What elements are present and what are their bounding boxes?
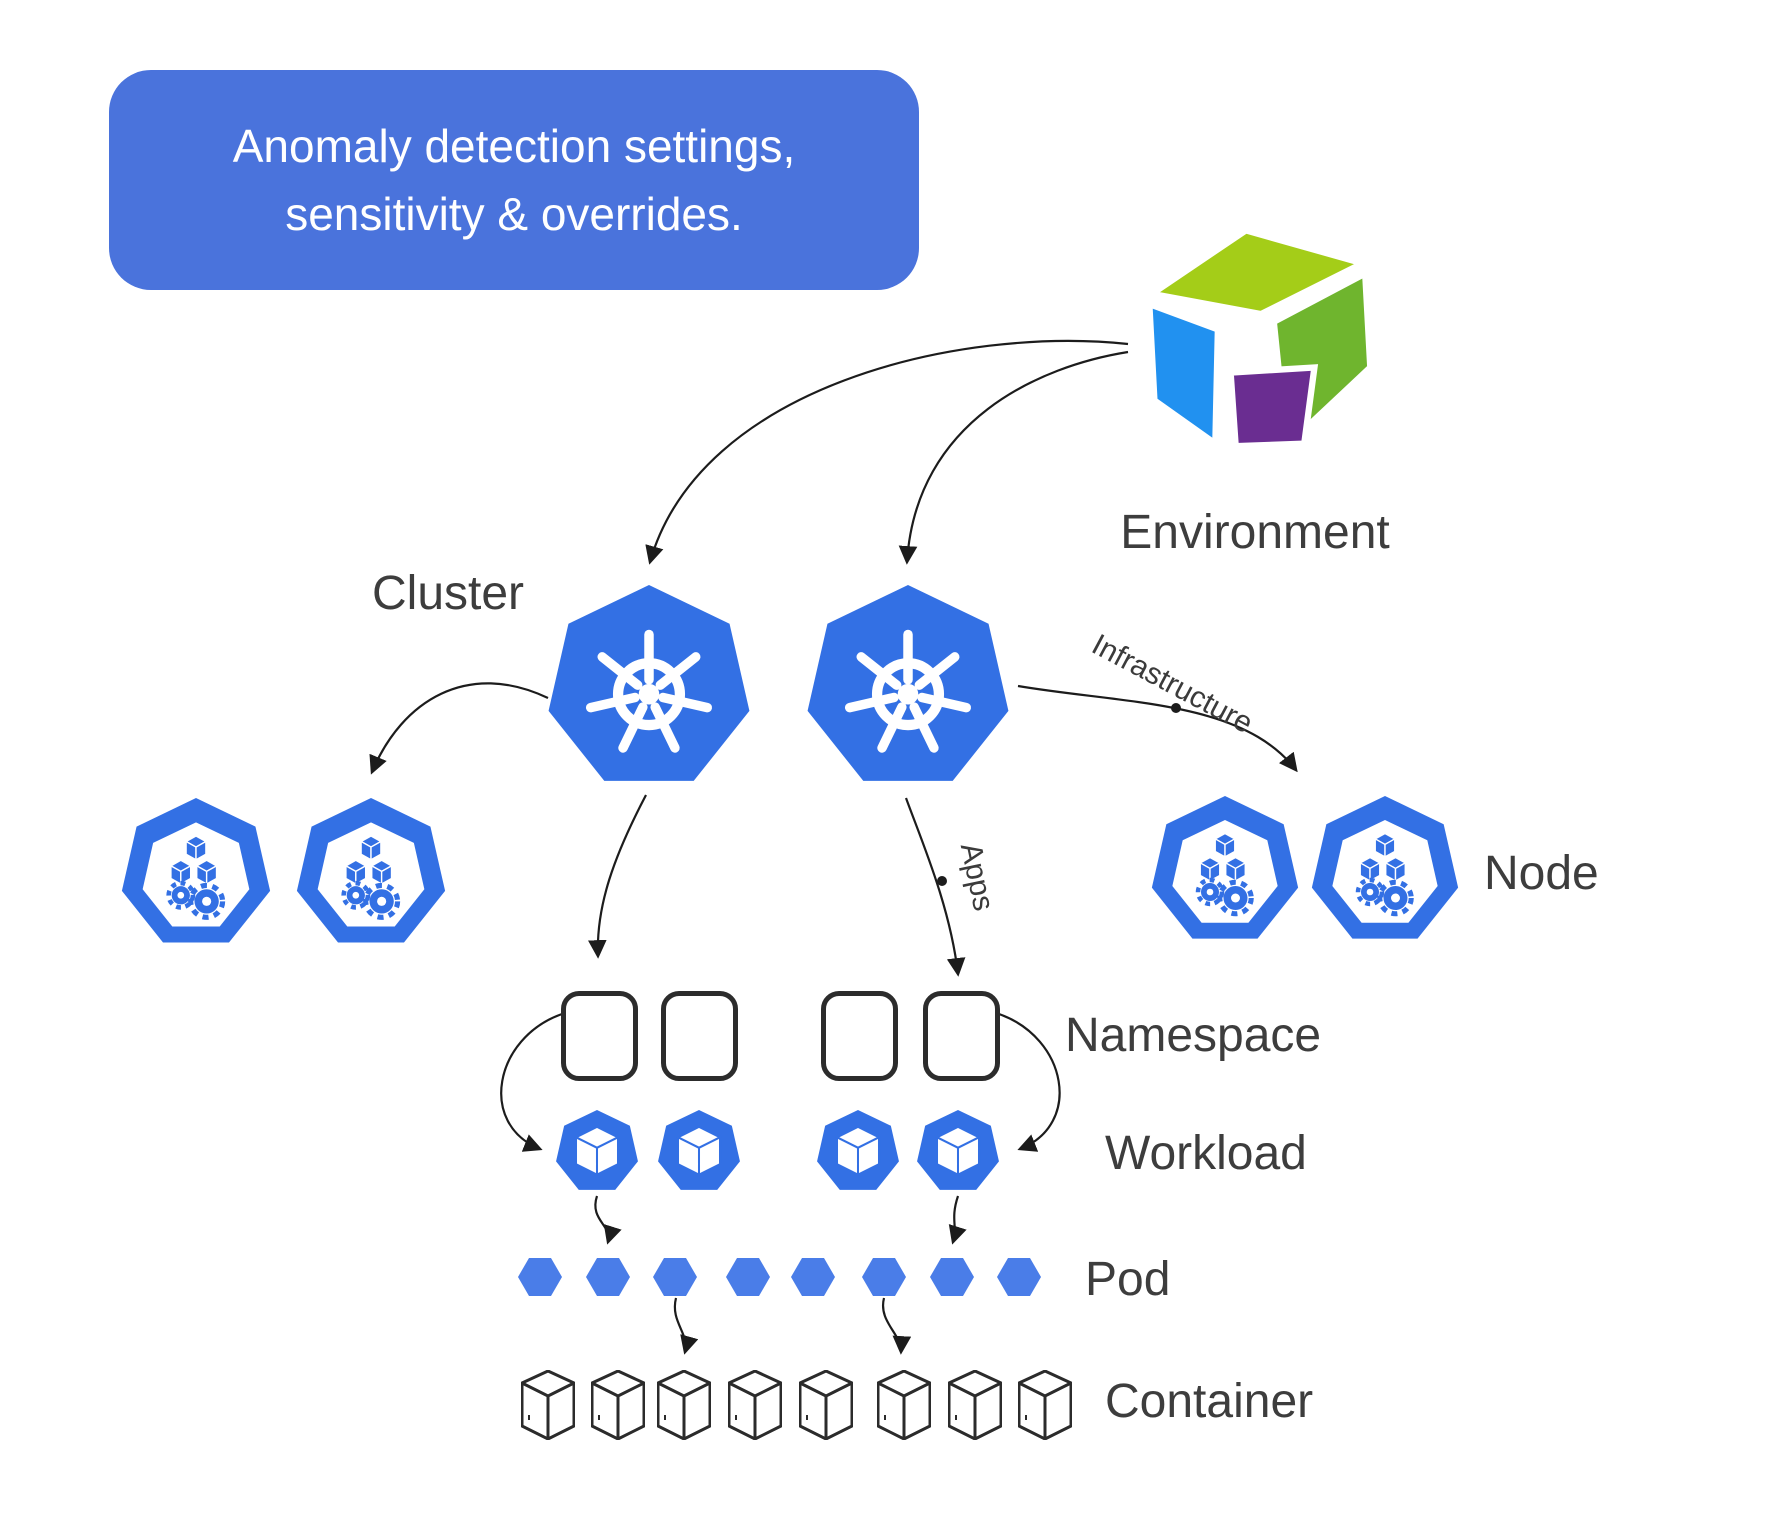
container-icon <box>521 1370 575 1440</box>
edge-workload1-to-pod <box>594 1195 622 1245</box>
container-icon <box>1018 1370 1072 1440</box>
pod-icon <box>653 1258 697 1296</box>
node-label: Node <box>1484 847 1599 900</box>
edge-pod6-to-container <box>881 1297 912 1355</box>
edge-cluster2-apps-to-namespace <box>904 797 966 977</box>
environment-icon <box>1128 210 1384 464</box>
namespace-box <box>923 991 1000 1081</box>
kubernetes-cluster-icon <box>805 585 1011 791</box>
pod-icon <box>930 1258 974 1296</box>
annotation-line-2: sensitivity & overrides. <box>285 188 743 240</box>
container-icon <box>948 1370 1002 1440</box>
pod-icon <box>997 1258 1041 1296</box>
edge-environment-to-cluster2 <box>898 350 1129 565</box>
node-icon <box>295 798 447 950</box>
edge-pod3-to-container <box>673 1297 699 1355</box>
pod-icon <box>518 1258 562 1296</box>
workload-icon <box>555 1110 639 1191</box>
edge-cluster1-to-namespace <box>588 794 647 959</box>
container-icon <box>728 1370 782 1440</box>
namespace-box <box>661 991 738 1081</box>
container-label: Container <box>1105 1375 1314 1428</box>
workload-label: Workload <box>1105 1127 1307 1180</box>
pod-icon <box>586 1258 630 1296</box>
annotation-callout: Anomaly detection settings, sensitivity … <box>109 70 919 290</box>
container-icon <box>591 1370 645 1440</box>
node-icon <box>1310 796 1460 946</box>
namespace-box <box>821 991 898 1081</box>
namespace-label: Namespace <box>1065 1009 1322 1062</box>
edge-dot-apps <box>937 876 947 886</box>
workload-icon <box>916 1110 1000 1191</box>
edge-cluster1-to-node <box>369 682 549 775</box>
edge-cluster2-infrastructure-to-node <box>1017 684 1298 773</box>
node-icon <box>1150 796 1300 946</box>
node-icon <box>120 798 272 950</box>
edge-namespace1-to-workload1 <box>500 1012 563 1152</box>
workload-icon <box>816 1110 900 1191</box>
pod-icon <box>862 1258 906 1296</box>
annotation-line-1: Anomaly detection settings, <box>232 120 796 172</box>
pod-icon <box>791 1258 835 1296</box>
container-icon <box>657 1370 711 1440</box>
workload-icon <box>657 1110 741 1191</box>
edge-namespace4-to-workload4 <box>998 1012 1061 1152</box>
environment-label: Environment <box>1120 506 1390 559</box>
edge-dot-infrastructure <box>1171 703 1181 713</box>
pod-icon <box>726 1258 770 1296</box>
pod-label: Pod <box>1085 1253 1171 1306</box>
namespace-box <box>561 991 638 1081</box>
edge-environment-to-cluster1 <box>645 339 1129 565</box>
container-icon <box>799 1370 853 1440</box>
kubernetes-cluster-icon <box>546 585 752 791</box>
cluster-label: Cluster <box>372 567 525 620</box>
container-icon <box>877 1370 931 1440</box>
edge-workload4-to-pod <box>948 1195 967 1245</box>
